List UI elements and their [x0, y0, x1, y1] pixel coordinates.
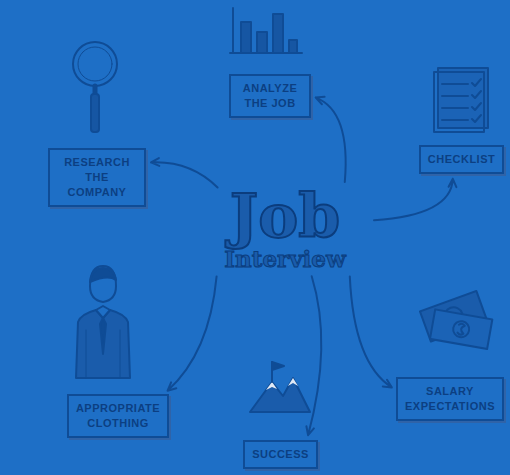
topic-box: RESEARCH THE COMPANY — [48, 148, 146, 207]
topic-box: ANALYZE THE JOB — [229, 74, 311, 118]
topic-box: SUCCESS — [243, 440, 318, 469]
topic-box: APPROPRIATE CLOTHING — [67, 394, 169, 438]
central-title: JobInterview — [200, 186, 370, 272]
arrow-connector — [168, 276, 217, 390]
bar-chart-icon — [230, 8, 302, 53]
node-label: CHECKLIST — [426, 152, 497, 167]
checklist-icon — [434, 68, 488, 132]
businessman-icon — [76, 266, 130, 378]
node-label: APPROPRIATE CLOTHING — [74, 401, 162, 431]
magnifier-icon — [73, 42, 117, 132]
money-icon — [420, 291, 492, 349]
node-label: Job — [200, 186, 370, 246]
node-label: SUCCESS — [250, 447, 311, 462]
node-label: ANALYZE THE JOB — [236, 81, 304, 111]
node-subtitle: Interview — [200, 246, 370, 272]
arrow-connector — [151, 158, 218, 187]
arrow-connector — [306, 276, 321, 435]
arrow-connector — [374, 179, 456, 221]
arrow-connector — [350, 276, 392, 387]
arrow-connector — [316, 97, 346, 182]
topic-box: SALARY EXPECTATIONS — [396, 377, 504, 421]
topic-box: CHECKLIST — [419, 145, 504, 174]
node-label: SALARY EXPECTATIONS — [403, 384, 497, 414]
mountain-flag-icon — [250, 362, 310, 412]
node-label: RESEARCH THE COMPANY — [55, 155, 139, 200]
